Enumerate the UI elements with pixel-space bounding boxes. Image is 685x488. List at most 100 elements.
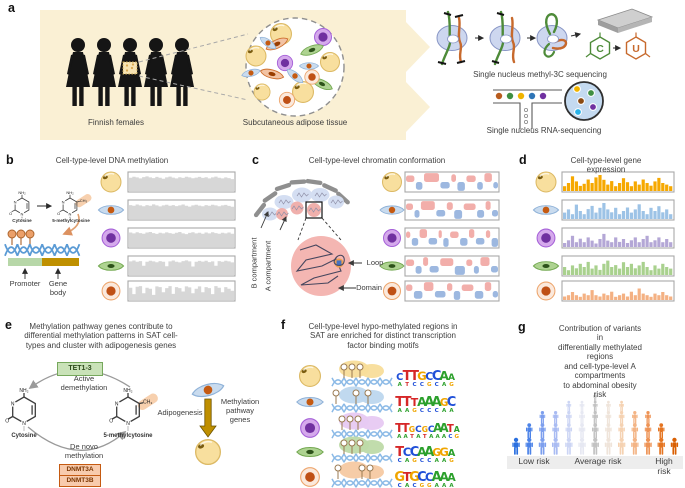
motif-letter: G [440, 397, 449, 409]
svg-text:NH₂: NH₂ [66, 190, 74, 195]
motif-letter-minor: G [412, 408, 417, 414]
risk-distribution-pyramid [512, 392, 679, 455]
methylation-track [127, 255, 236, 277]
motif-letter: A [417, 395, 427, 409]
motif-letter: C [425, 370, 433, 383]
endo-cell-icon [532, 261, 560, 271]
de-novo-methylation-label: De novo methylation [64, 442, 104, 460]
risk-person-icon [552, 423, 559, 439]
risk-person-icon [591, 437, 599, 455]
adipo-cell-icon [382, 172, 402, 192]
motif-letter-minor: A [405, 408, 410, 414]
imm-cell-icon [101, 228, 121, 248]
risk-person-icon [565, 423, 573, 439]
pre-cell-icon [259, 36, 277, 50]
risk-person-icon [593, 392, 598, 402]
motif-letter-minor: C [420, 408, 424, 414]
imm-cell-icon [300, 418, 320, 438]
risk-person-icon [539, 423, 546, 439]
mac-cell-icon [383, 282, 401, 300]
motif-letter-minor: A [442, 408, 447, 414]
risk-person-icon [644, 423, 652, 439]
risk-person-icon [605, 410, 612, 424]
risk-person-icon [592, 410, 598, 424]
expression-track [561, 280, 675, 302]
motif-letter: T [403, 470, 412, 484]
risk-axis-bar [507, 456, 683, 469]
b-compartment-label: B compartment [249, 237, 259, 289]
methylation-tracks [97, 171, 236, 302]
gene-body-bar [42, 258, 79, 266]
promoter-bar [8, 258, 42, 266]
chromatin-fiber [295, 244, 342, 286]
risk-person-icon [512, 437, 520, 455]
motif-letter-minor: A [398, 382, 403, 388]
methylation-pathway-genes-label: Methylation pathway genes [220, 397, 260, 424]
risk-person-icon [566, 400, 572, 412]
motif-letter: T [395, 445, 404, 460]
imm-cell-icon [383, 229, 401, 247]
lamina-segment [274, 182, 292, 192]
a-compartment-blob [290, 201, 304, 215]
dna-helix [4, 243, 81, 257]
methylated-lollipops [7, 229, 35, 245]
motif-letter-minor: A [435, 434, 440, 440]
motif-letter-minor: G [455, 434, 460, 440]
compartment-track [404, 227, 500, 249]
risk-person-icon [632, 410, 638, 424]
motif-letter-minor: G [449, 382, 454, 388]
risk-person-icon [566, 410, 572, 424]
motif-letter-minor: A [397, 434, 402, 440]
adipogenesis-arrow [199, 398, 217, 438]
motif-letter-minor: A [442, 483, 447, 488]
svg-text:N: N [69, 212, 72, 217]
compartment-track [404, 255, 500, 277]
methylation-track [127, 171, 236, 193]
motif-letter: A [448, 373, 455, 383]
motif-letter: C [415, 425, 422, 435]
b-compartment-arrow [260, 211, 269, 229]
panel-g-graphic [507, 392, 683, 469]
dnmt3b-gene-box: DNMT3B [59, 475, 101, 487]
rnaseq-label: Single nucleus RNA-sequencing [486, 126, 602, 135]
motif-letter-minor: C [412, 483, 416, 488]
svg-text:O: O [5, 419, 9, 425]
adipogenesis-label: Adipogenesis [157, 408, 203, 417]
panel-g-title: Contribution of variants in differential… [558, 324, 642, 400]
adipose-biopsy-patch [122, 61, 138, 75]
motif-letter-minor: A [405, 458, 410, 464]
svg-text:NH₂: NH₂ [19, 388, 28, 394]
risk-person-icon [645, 410, 651, 424]
b-compartment-blob [310, 188, 330, 202]
lamina-segment [289, 179, 307, 185]
risk-person-icon [526, 423, 533, 439]
cytosine-to-uracil-conversion: C U [585, 32, 651, 60]
panel-f-title: Cell-type-level hypo-methylated regions … [308, 322, 458, 350]
flow-arrow-bottom [404, 80, 430, 134]
expression-tracks [532, 171, 675, 302]
lamina-segment [305, 178, 323, 186]
svg-text:CH₃: CH₃ [80, 198, 88, 203]
motif-letter-minor: G [420, 483, 425, 488]
risk-person-icon [579, 410, 585, 424]
female-silhouette [92, 38, 116, 106]
motif-letter: C [428, 425, 435, 435]
mac-cell-icon [278, 91, 296, 109]
risk-person-icon [605, 423, 612, 439]
svg-text:O: O [57, 211, 60, 216]
b-compartment-blob [274, 195, 294, 209]
expression-track [561, 171, 675, 193]
panel-f-label: f [281, 318, 286, 332]
pre-cell-icon [298, 62, 320, 70]
motif-letter-minor: C [427, 458, 431, 464]
motif-letter: A [448, 448, 456, 459]
zoom-dash-bottom [138, 75, 249, 101]
pre-cell-icon [191, 382, 225, 398]
endo-cell-icon [379, 261, 405, 271]
motif-letter: C [447, 395, 457, 410]
motif-letter-minor: A [442, 382, 447, 388]
motif-letter: C [432, 369, 442, 384]
